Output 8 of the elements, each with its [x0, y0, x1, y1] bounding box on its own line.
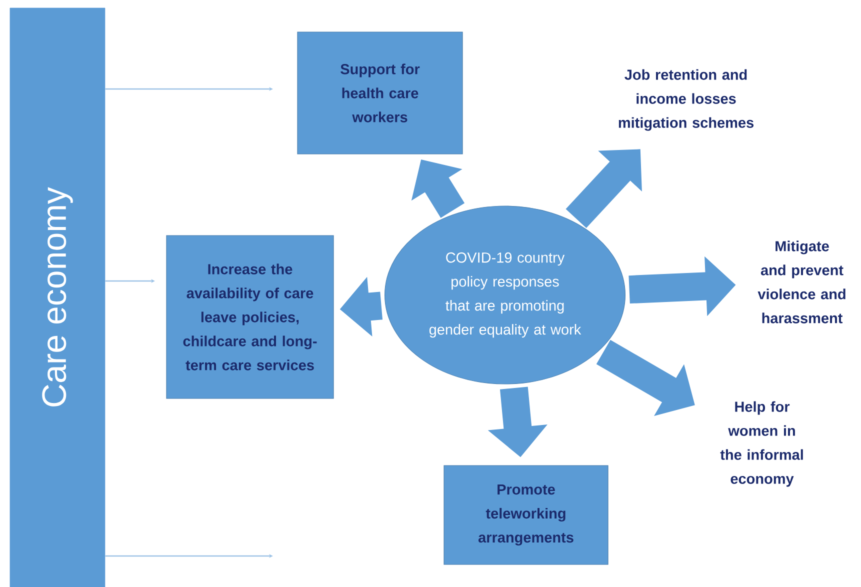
process-box: Promote teleworking arrangements: [444, 465, 608, 565]
outcome-text: Help for women in the informal economy: [720, 401, 803, 487]
side-bar: Care economy: [10, 8, 106, 587]
process-box: Support for health care workers: [297, 32, 463, 154]
block-arrow: [566, 149, 642, 228]
outcome-text: Mitigate and prevent violence and harassment: [758, 240, 846, 324]
process-box: Increase the availability of care leave policies, childcare and long-term care services: [166, 235, 334, 399]
outcome-text: Job retention and income losses mitigation schemes: [618, 69, 754, 131]
